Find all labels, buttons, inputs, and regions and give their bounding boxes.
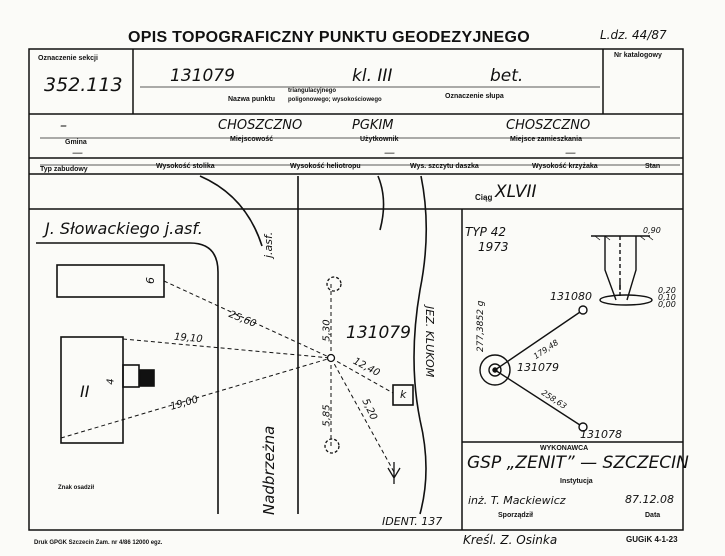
wys-krzyzaka-label: Wysokość krzyżaka: [532, 163, 598, 170]
dash-1: —: [72, 146, 83, 159]
point-north: 131080: [550, 290, 592, 303]
dash-3: —: [565, 146, 576, 159]
point-center: 131079: [517, 361, 559, 374]
miejscowosc-label: Miejscowość: [230, 136, 274, 143]
lake-label: JEZ. KLUKOM: [423, 306, 436, 378]
sporzadzil-label: Sporządził: [498, 512, 534, 519]
stan-label: Stan: [645, 163, 661, 170]
nazwa-value: 131079: [170, 66, 235, 86]
dash-2: —: [384, 146, 395, 159]
building-ii: [60, 336, 124, 444]
klasa-value: kl. III: [352, 66, 393, 86]
typ-value: TYP 42: [465, 225, 506, 239]
zamieszkania-value: CHOSZCZNO: [506, 118, 591, 133]
znak-osadzil-label: Znak osadził: [58, 485, 95, 491]
building-2-sub: 4: [105, 378, 117, 385]
uzytkownik-label: Użytkownik: [360, 136, 399, 143]
depth-0-90: 0,90: [643, 226, 661, 235]
data-value: 87.12.08: [625, 493, 674, 506]
dist-5-85: 5,85: [321, 404, 333, 427]
k-box: [392, 384, 414, 406]
uzytkownik-value: PGKIM: [352, 118, 394, 133]
year-value: 1973: [478, 240, 509, 254]
type-label-top: triangulacyjnego: [288, 88, 337, 94]
street-nadbrzezna: Nadbrzeżna: [260, 425, 278, 515]
wykonawca-label: WYKONAWCA: [540, 445, 589, 452]
nr-katalogowy-label: Nr katalogowy: [614, 52, 662, 59]
wykonawca-value: GSP „ZENIT” — SZCZECIN: [467, 453, 689, 473]
sketch-point-label: 131079: [346, 323, 411, 343]
page-title: OPIS TOPOGRAFICZNY PUNKTU GEODEZYJNEGO: [128, 29, 530, 46]
street-slowackiego: J. Słowackiego j.asf.: [45, 219, 203, 238]
wys-heliotropu-label: Wysokość heliotropu: [290, 163, 361, 170]
outer-frame: [28, 48, 684, 531]
ciag-label: Ciąg: [475, 193, 493, 202]
dist-5-30: 5,30: [321, 319, 333, 342]
wys-daszka-label: Wys. szczytu daszka: [410, 163, 479, 170]
building-1-number: 6: [144, 277, 157, 284]
nazwa-label: Nazwa punktu: [228, 96, 276, 103]
kreslil-label: Kreśl. Z. Osinka: [463, 533, 558, 547]
type-label-bottom: poligonowego; wysokościowego: [288, 97, 382, 103]
street-asf: j.asf.: [262, 231, 275, 258]
point-south: 131078: [580, 428, 622, 441]
depth-0-10: 0,10: [658, 293, 676, 302]
ldz-number: L.dz. 44/87: [600, 28, 667, 42]
roads: [36, 175, 428, 515]
dist-19-10: 19,10: [173, 331, 204, 346]
slup-value: bet.: [490, 66, 524, 86]
sporzadzil-value: inż. T. Mackiewicz: [468, 494, 566, 507]
angle-value: 277,3852 g: [476, 300, 486, 352]
zamieszkania-label: Miejsce zamieszkania: [510, 136, 582, 143]
typ-zabudowy-label: Typ zabudowy: [40, 166, 88, 173]
data-label: Data: [645, 512, 661, 519]
ident-label: IDENT. 137: [382, 515, 443, 528]
gmina-label: Gmina: [65, 139, 87, 146]
gmina-value: –: [60, 118, 67, 134]
depth-0-00: 0,00: [658, 300, 676, 309]
depth-0-20: 0,20: [658, 286, 676, 295]
k-label: k: [400, 388, 407, 401]
druk-label: Druk GPGK Szczecin Zam. nr 4/86 12000 eg…: [34, 540, 163, 546]
gugik-code: GUGiK 4-1-23: [626, 535, 678, 544]
slup-label: Oznaczenie słupa: [445, 93, 504, 100]
miejscowosc-value: CHOSZCZNO: [218, 118, 303, 133]
instytucja-label: Instytucja: [560, 478, 593, 485]
sekcja-value: 352.113: [44, 74, 123, 96]
building-2-number: II: [80, 382, 90, 401]
ciag-value: XLVII: [495, 182, 537, 202]
sekcja-label: Oznaczenie sekcji: [38, 55, 98, 62]
wys-stolika-label: Wysokość stolika: [156, 163, 215, 170]
